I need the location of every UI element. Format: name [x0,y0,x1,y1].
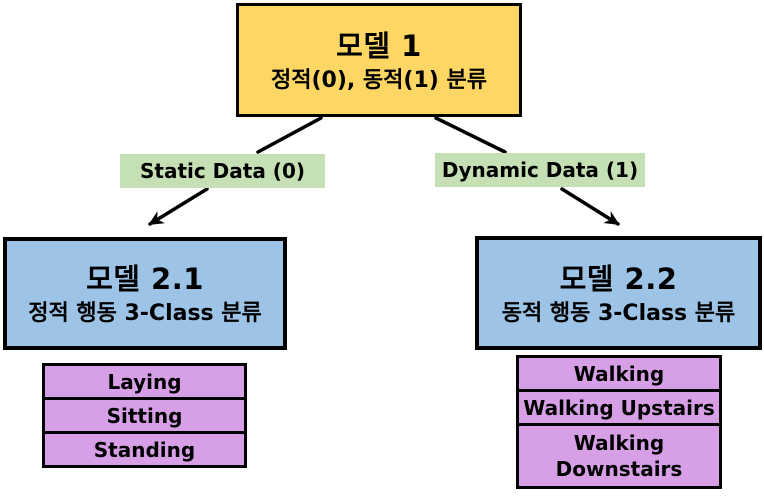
dynamic-class-list: Walking Walking Upstairs Walking Downsta… [516,355,722,489]
arrow-model1-to-dynamic-label [434,116,507,154]
model-2-2-subtitle: 동적 행동 3-Class 분류 [501,300,736,326]
class-item-walking-downstairs-text: Walking Downstairs [555,431,683,481]
arrow-dynamic-label-to-model22 [560,187,620,226]
arrow-static-label-to-model21 [148,187,209,226]
branch-label-static-text: Static Data (0) [139,159,305,183]
model-2-1-subtitle: 정적 행동 3-Class 분류 [28,301,262,327]
class-item-walking-downstairs: Walking Downstairs [516,423,722,489]
model-2-2-title: 모델 2.2 [559,261,678,296]
class-item-standing: Standing [42,431,247,468]
static-class-list: Laying Sitting Standing [42,363,247,468]
arrow-model1-to-static-label [256,116,323,154]
class-item-walking-upstairs: Walking Upstairs [516,389,722,426]
branch-label-static: Static Data (0) [120,154,325,188]
class-item-sitting: Sitting [42,397,247,434]
model-2-2-box: 모델 2.2 동적 행동 3-Class 분류 [475,236,762,350]
model-2-1-title: 모델 2.1 [86,262,204,297]
class-item-laying: Laying [42,363,247,400]
model-1-subtitle: 정적(0), 동적(1) 분류 [271,67,487,93]
model-1-title: 모델 1 [336,28,422,63]
model-1-box: 모델 1 정적(0), 동적(1) 분류 [236,3,522,117]
class-item-walking: Walking [516,355,722,392]
branch-label-dynamic-text: Dynamic Data (1) [441,158,639,182]
model-2-1-box: 모델 2.1 정적 행동 3-Class 분류 [3,237,287,350]
branch-label-dynamic: Dynamic Data (1) [435,153,645,187]
